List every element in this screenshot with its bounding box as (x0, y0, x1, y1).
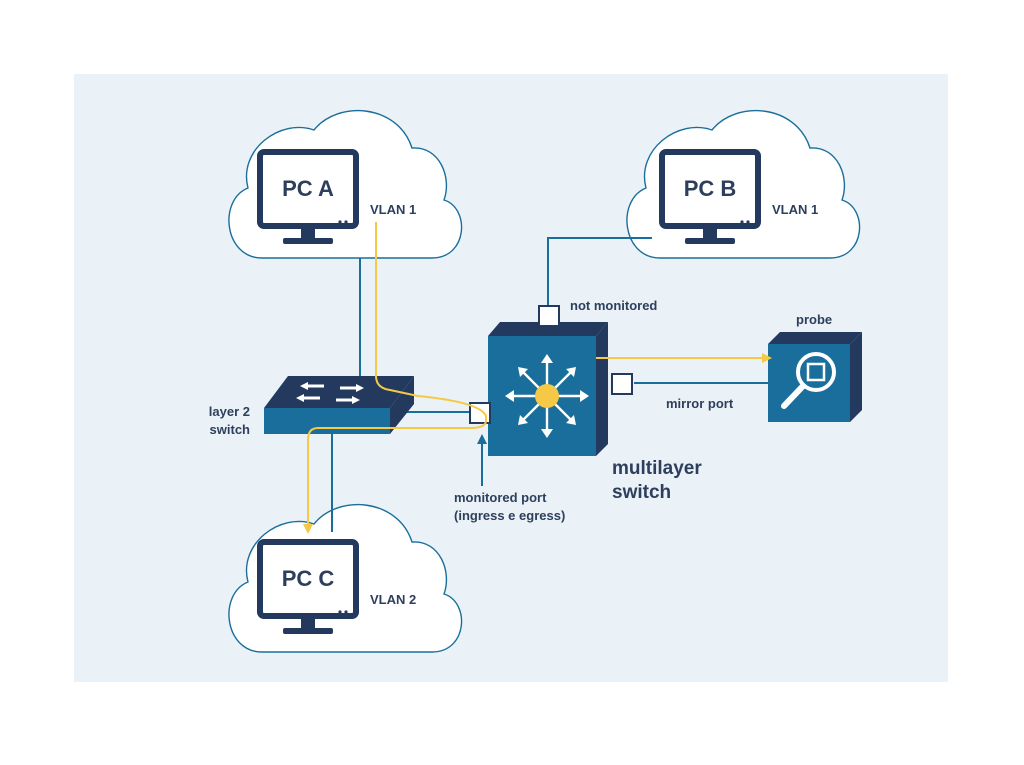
probe-device (768, 332, 862, 422)
multilayer-switch (488, 322, 608, 456)
traffic-paths (303, 222, 772, 534)
mirror-port-label: mirror port (666, 396, 734, 411)
layer2-switch-label-line2: switch (210, 422, 251, 437)
pc-b-monitor-icon (659, 149, 761, 244)
magnifier-icon (796, 352, 836, 392)
layer2-switch-label-line1: layer 2 (209, 404, 250, 419)
cable-pc-b-to-multilayer (547, 237, 652, 306)
pc-b-label: PC B (684, 176, 737, 201)
monitored-port-label-line2: (ingress e egress) (454, 508, 565, 523)
not-monitored-port (538, 305, 560, 327)
not-monitored-label: not monitored (570, 298, 657, 313)
monitored-port-label-line1: monitored port (454, 490, 547, 505)
pc-c-vlan-label: VLAN 2 (370, 592, 416, 607)
mirror-port (611, 373, 633, 395)
multilayer-switch-label-line1: multilayer (612, 458, 702, 479)
pc-b-vlan-label: VLAN 1 (772, 202, 818, 217)
pc-c-monitor-icon (257, 539, 359, 634)
traffic-monitored-to-pc-c (303, 421, 487, 534)
probe-label: probe (796, 312, 832, 327)
traffic-pc-a-to-monitored (375, 222, 487, 422)
multilayer-switch-label-line2: switch (612, 482, 671, 503)
pc-a-monitor-icon (257, 149, 359, 244)
layer2-switch (264, 376, 414, 434)
pc-a-vlan-label: VLAN 1 (370, 202, 416, 217)
pc-c-label: PC C (282, 566, 335, 591)
pc-a-label: PC A (282, 176, 334, 201)
